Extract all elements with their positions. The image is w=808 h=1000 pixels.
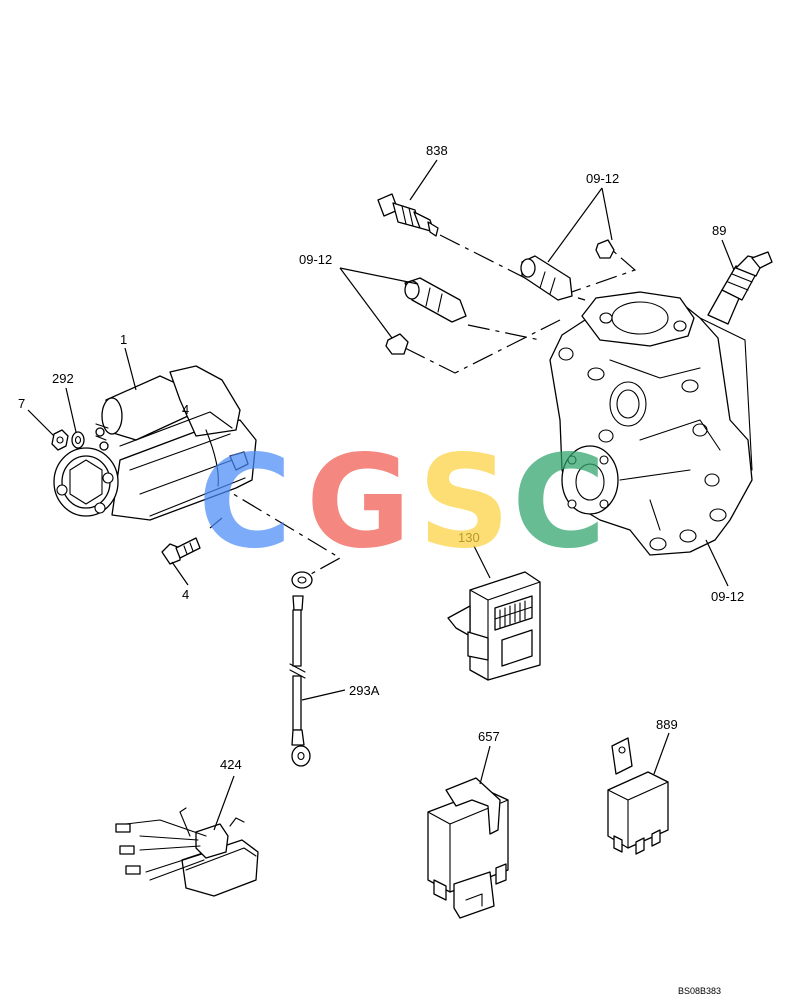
watermark-letter-s: S (418, 428, 510, 577)
sensor-838 (377, 193, 439, 237)
sensor-0912-left (385, 277, 467, 355)
callout-1: 1 (120, 332, 127, 347)
relay-889 (607, 737, 669, 855)
callout-0912-right: 09-12 (711, 589, 744, 604)
callout-424: 424 (220, 757, 242, 772)
cable-293A (289, 571, 313, 767)
callout-292: 292 (52, 371, 74, 386)
relay-657 (427, 777, 509, 919)
callout-labels: 838 09-12 89 09-12 1 292 7 4 4 130 09-12… (18, 143, 744, 996)
watermark-letter-g: G (306, 428, 411, 577)
harness-424 (115, 807, 259, 897)
callout-0912-left: 09-12 (299, 252, 332, 267)
watermark: C G S C (198, 428, 606, 577)
drawing-number: BS08B383 (678, 986, 721, 996)
callout-838: 838 (426, 143, 448, 158)
washer-292 (71, 431, 85, 449)
sender-89 (707, 251, 773, 325)
callout-89: 89 (712, 223, 726, 238)
leader-lines (27, 159, 735, 831)
callout-130: 130 (458, 530, 480, 545)
bolt-4 (161, 537, 201, 565)
nut-7 (51, 429, 69, 451)
watermark-letter-c1: C (198, 428, 292, 577)
callout-7: 7 (18, 396, 25, 411)
callout-293A: 293A (349, 683, 380, 698)
sensor-0912-top (520, 239, 615, 301)
callout-889: 889 (656, 717, 678, 732)
water-pump-housing (549, 291, 753, 556)
controller-130 (447, 571, 541, 681)
starter-motor-1 (53, 365, 257, 521)
watermark-letter-c2: C (512, 428, 606, 577)
callout-657: 657 (478, 729, 500, 744)
callout-0912-top: 09-12 (586, 171, 619, 186)
callout-4-upper: 4 (182, 402, 189, 417)
callout-4-lower: 4 (182, 587, 189, 602)
